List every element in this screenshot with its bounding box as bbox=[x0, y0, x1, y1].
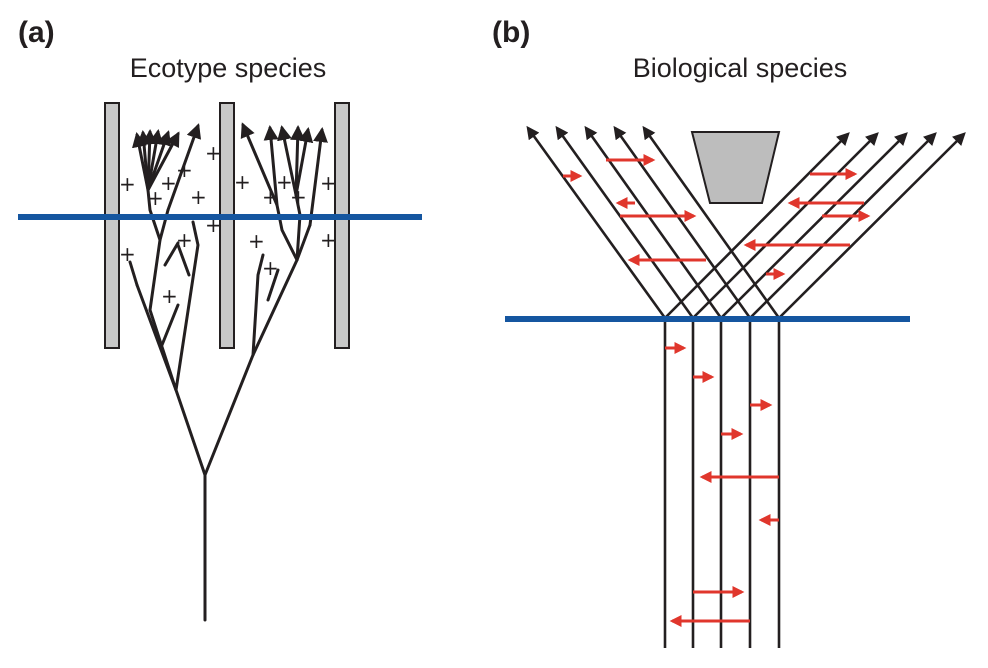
selection-marker: + bbox=[234, 170, 251, 194]
right-species-lineage bbox=[720, 132, 908, 319]
niche-barrier-middle bbox=[219, 102, 235, 349]
right-clade-stem bbox=[203, 258, 299, 477]
right-tip-arrow bbox=[240, 122, 279, 207]
right-species-lineage bbox=[778, 132, 966, 319]
left-branch bbox=[148, 308, 178, 392]
left-branch bbox=[128, 260, 139, 287]
right-branch bbox=[266, 268, 280, 302]
ecotype-phylogeny bbox=[128, 122, 328, 622]
left-species-lineage bbox=[555, 125, 695, 319]
right-species-lineage bbox=[749, 132, 937, 319]
selection-marker: + bbox=[290, 185, 307, 209]
panel-a-label: (a) bbox=[18, 16, 55, 49]
left-tip-arrow bbox=[146, 129, 164, 192]
selection-marker: + bbox=[205, 141, 222, 165]
gene-flow-arrows bbox=[563, 154, 871, 627]
right-branch bbox=[275, 203, 299, 262]
panel-b-title: Biological species bbox=[633, 53, 848, 83]
left-tip-arrow bbox=[146, 131, 180, 192]
selection-marker: + bbox=[248, 229, 265, 253]
selection-marker: + bbox=[262, 185, 279, 209]
panel-b: (b) Biological species bbox=[492, 16, 966, 648]
left-branch bbox=[146, 188, 162, 242]
selection-marker: + bbox=[147, 186, 164, 210]
left-clade-stem bbox=[135, 283, 207, 477]
panel-b-label: (b) bbox=[492, 16, 530, 49]
left-species-lineage bbox=[526, 125, 667, 319]
left-branch bbox=[148, 238, 162, 312]
left-branch bbox=[176, 243, 191, 277]
niche-barrier-left bbox=[104, 102, 120, 349]
right-tip-arrow bbox=[263, 125, 279, 207]
reproductive-isolation-block bbox=[690, 131, 781, 204]
selection-marker: + bbox=[161, 284, 178, 308]
right-branch bbox=[295, 223, 312, 262]
panel-a-title: Ecotype species bbox=[130, 53, 327, 83]
left-branch bbox=[163, 241, 180, 267]
selection-marker: + bbox=[262, 256, 279, 280]
selection-marker: + bbox=[320, 228, 337, 252]
left-branch bbox=[160, 303, 180, 347]
right-tip-arrow bbox=[294, 127, 314, 197]
niche-barrier-right bbox=[334, 102, 350, 349]
right-species-lineage bbox=[664, 132, 850, 319]
selection-marker: + bbox=[176, 158, 193, 182]
left-branch bbox=[174, 220, 200, 392]
selection-marker: + bbox=[160, 171, 177, 195]
selection-marker: + bbox=[190, 185, 207, 209]
right-species-lineages bbox=[664, 132, 966, 319]
right-branch bbox=[251, 253, 265, 357]
selection-marker: + bbox=[176, 228, 193, 252]
selection-marker: + bbox=[276, 170, 293, 194]
right-tip-arrow bbox=[290, 125, 306, 197]
left-species-lineage bbox=[642, 125, 781, 319]
right-species-lineage bbox=[692, 132, 879, 319]
panel-a: (a) Ecotype species bbox=[18, 16, 422, 622]
right-tip-arrow bbox=[277, 125, 298, 197]
left-tip-arrow bbox=[166, 123, 202, 212]
selection-marker: + bbox=[119, 172, 136, 196]
right-tip-arrow bbox=[308, 127, 328, 227]
left-tip-arrow bbox=[146, 130, 172, 192]
ancestral-lineages bbox=[663, 318, 781, 648]
selection-marker: + bbox=[320, 171, 337, 195]
selection-marker: + bbox=[119, 242, 136, 266]
